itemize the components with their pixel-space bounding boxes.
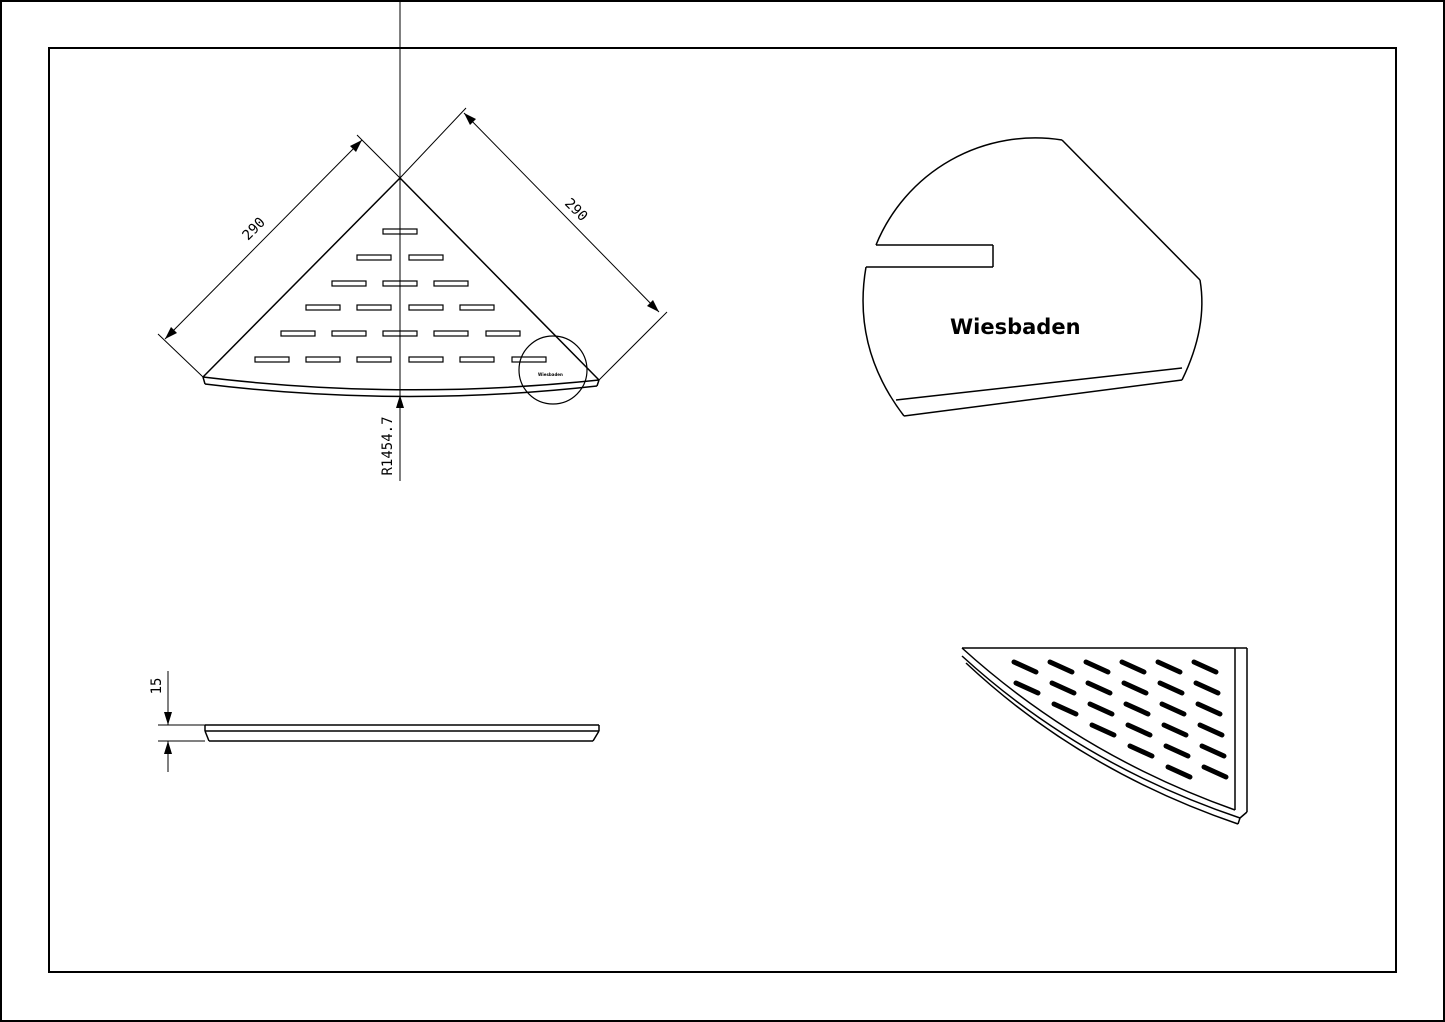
iso-drain-slot — [1165, 764, 1193, 780]
iso-drain-slot — [1193, 680, 1221, 696]
iso-drain-slot — [1125, 722, 1153, 738]
drain-slot — [305, 304, 341, 311]
drain-slot — [459, 304, 495, 311]
drain-slot — [382, 228, 418, 235]
dimension-right: 290 — [399, 107, 668, 381]
dimension-height-label: 15 — [149, 678, 165, 695]
iso-drain-slot — [1195, 701, 1223, 717]
iso-drain-slot — [1159, 701, 1187, 717]
dimension-left-label: 290 — [240, 215, 269, 244]
drain-slot — [356, 254, 392, 261]
dimension-radius-label: R1454.7 — [380, 416, 396, 475]
iso-drain-slot — [1119, 659, 1147, 675]
drain-slot — [254, 356, 290, 363]
iso-drain-slot — [1123, 701, 1151, 717]
iso-drain-slot — [1201, 764, 1229, 780]
drain-slot — [459, 356, 495, 363]
drain-slot — [331, 280, 367, 287]
drain-slot — [382, 280, 418, 287]
iso-drain-slot — [1127, 743, 1155, 759]
iso-drain-slot — [1191, 659, 1219, 675]
drain-slot — [305, 356, 341, 363]
detail-circle — [518, 335, 588, 405]
brand-logo-text: Wiesbaden — [950, 315, 1081, 339]
drain-slot — [408, 254, 444, 261]
small-logo-text: Wiesbaden — [538, 372, 563, 377]
dimension-right-label: 290 — [561, 196, 590, 225]
iso-drain-slot — [1157, 680, 1185, 696]
drain-slot — [433, 280, 469, 287]
iso-drain-slot — [1199, 743, 1227, 759]
iso-drain-slot — [1051, 701, 1079, 717]
isometric-view — [961, 647, 1248, 825]
drain-slot — [356, 304, 392, 311]
iso-drain-slot — [1013, 680, 1041, 696]
drain-slot — [280, 330, 316, 337]
drawing-frame — [48, 47, 1397, 973]
drain-slot — [331, 330, 367, 337]
iso-drain-slot — [1197, 722, 1225, 738]
dimension-left: 290 — [157, 134, 401, 378]
drain-slot — [382, 330, 418, 337]
iso-drain-slot — [1085, 680, 1113, 696]
iso-drain-slot — [1087, 701, 1115, 717]
drain-slot — [511, 356, 547, 363]
drain-slots — [254, 228, 547, 363]
iso-drain-slot — [1047, 659, 1075, 675]
dimension-height: 15 — [149, 671, 205, 772]
drain-slot — [485, 330, 521, 337]
iso-drain-slot — [1083, 659, 1111, 675]
iso-drain-slots — [1011, 659, 1229, 780]
iso-drain-slot — [1161, 722, 1189, 738]
top-view: Wiesbaden 290 290 R1454.7 — [157, 0, 668, 481]
iso-drain-slot — [1155, 659, 1183, 675]
iso-drain-slot — [1011, 659, 1039, 675]
drain-slot — [408, 356, 444, 363]
detail-view: Wiesbaden — [862, 137, 1203, 417]
iso-drain-slot — [1049, 680, 1077, 696]
iso-drain-slot — [1089, 722, 1117, 738]
dimension-radius: R1454.7 — [380, 395, 404, 476]
iso-drain-slot — [1163, 743, 1191, 759]
iso-drain-slot — [1121, 680, 1149, 696]
side-view: 15 — [149, 671, 600, 772]
drain-slot — [433, 330, 469, 337]
drain-slot — [408, 304, 444, 311]
drain-slot — [356, 356, 392, 363]
shelf-outline — [202, 177, 600, 398]
